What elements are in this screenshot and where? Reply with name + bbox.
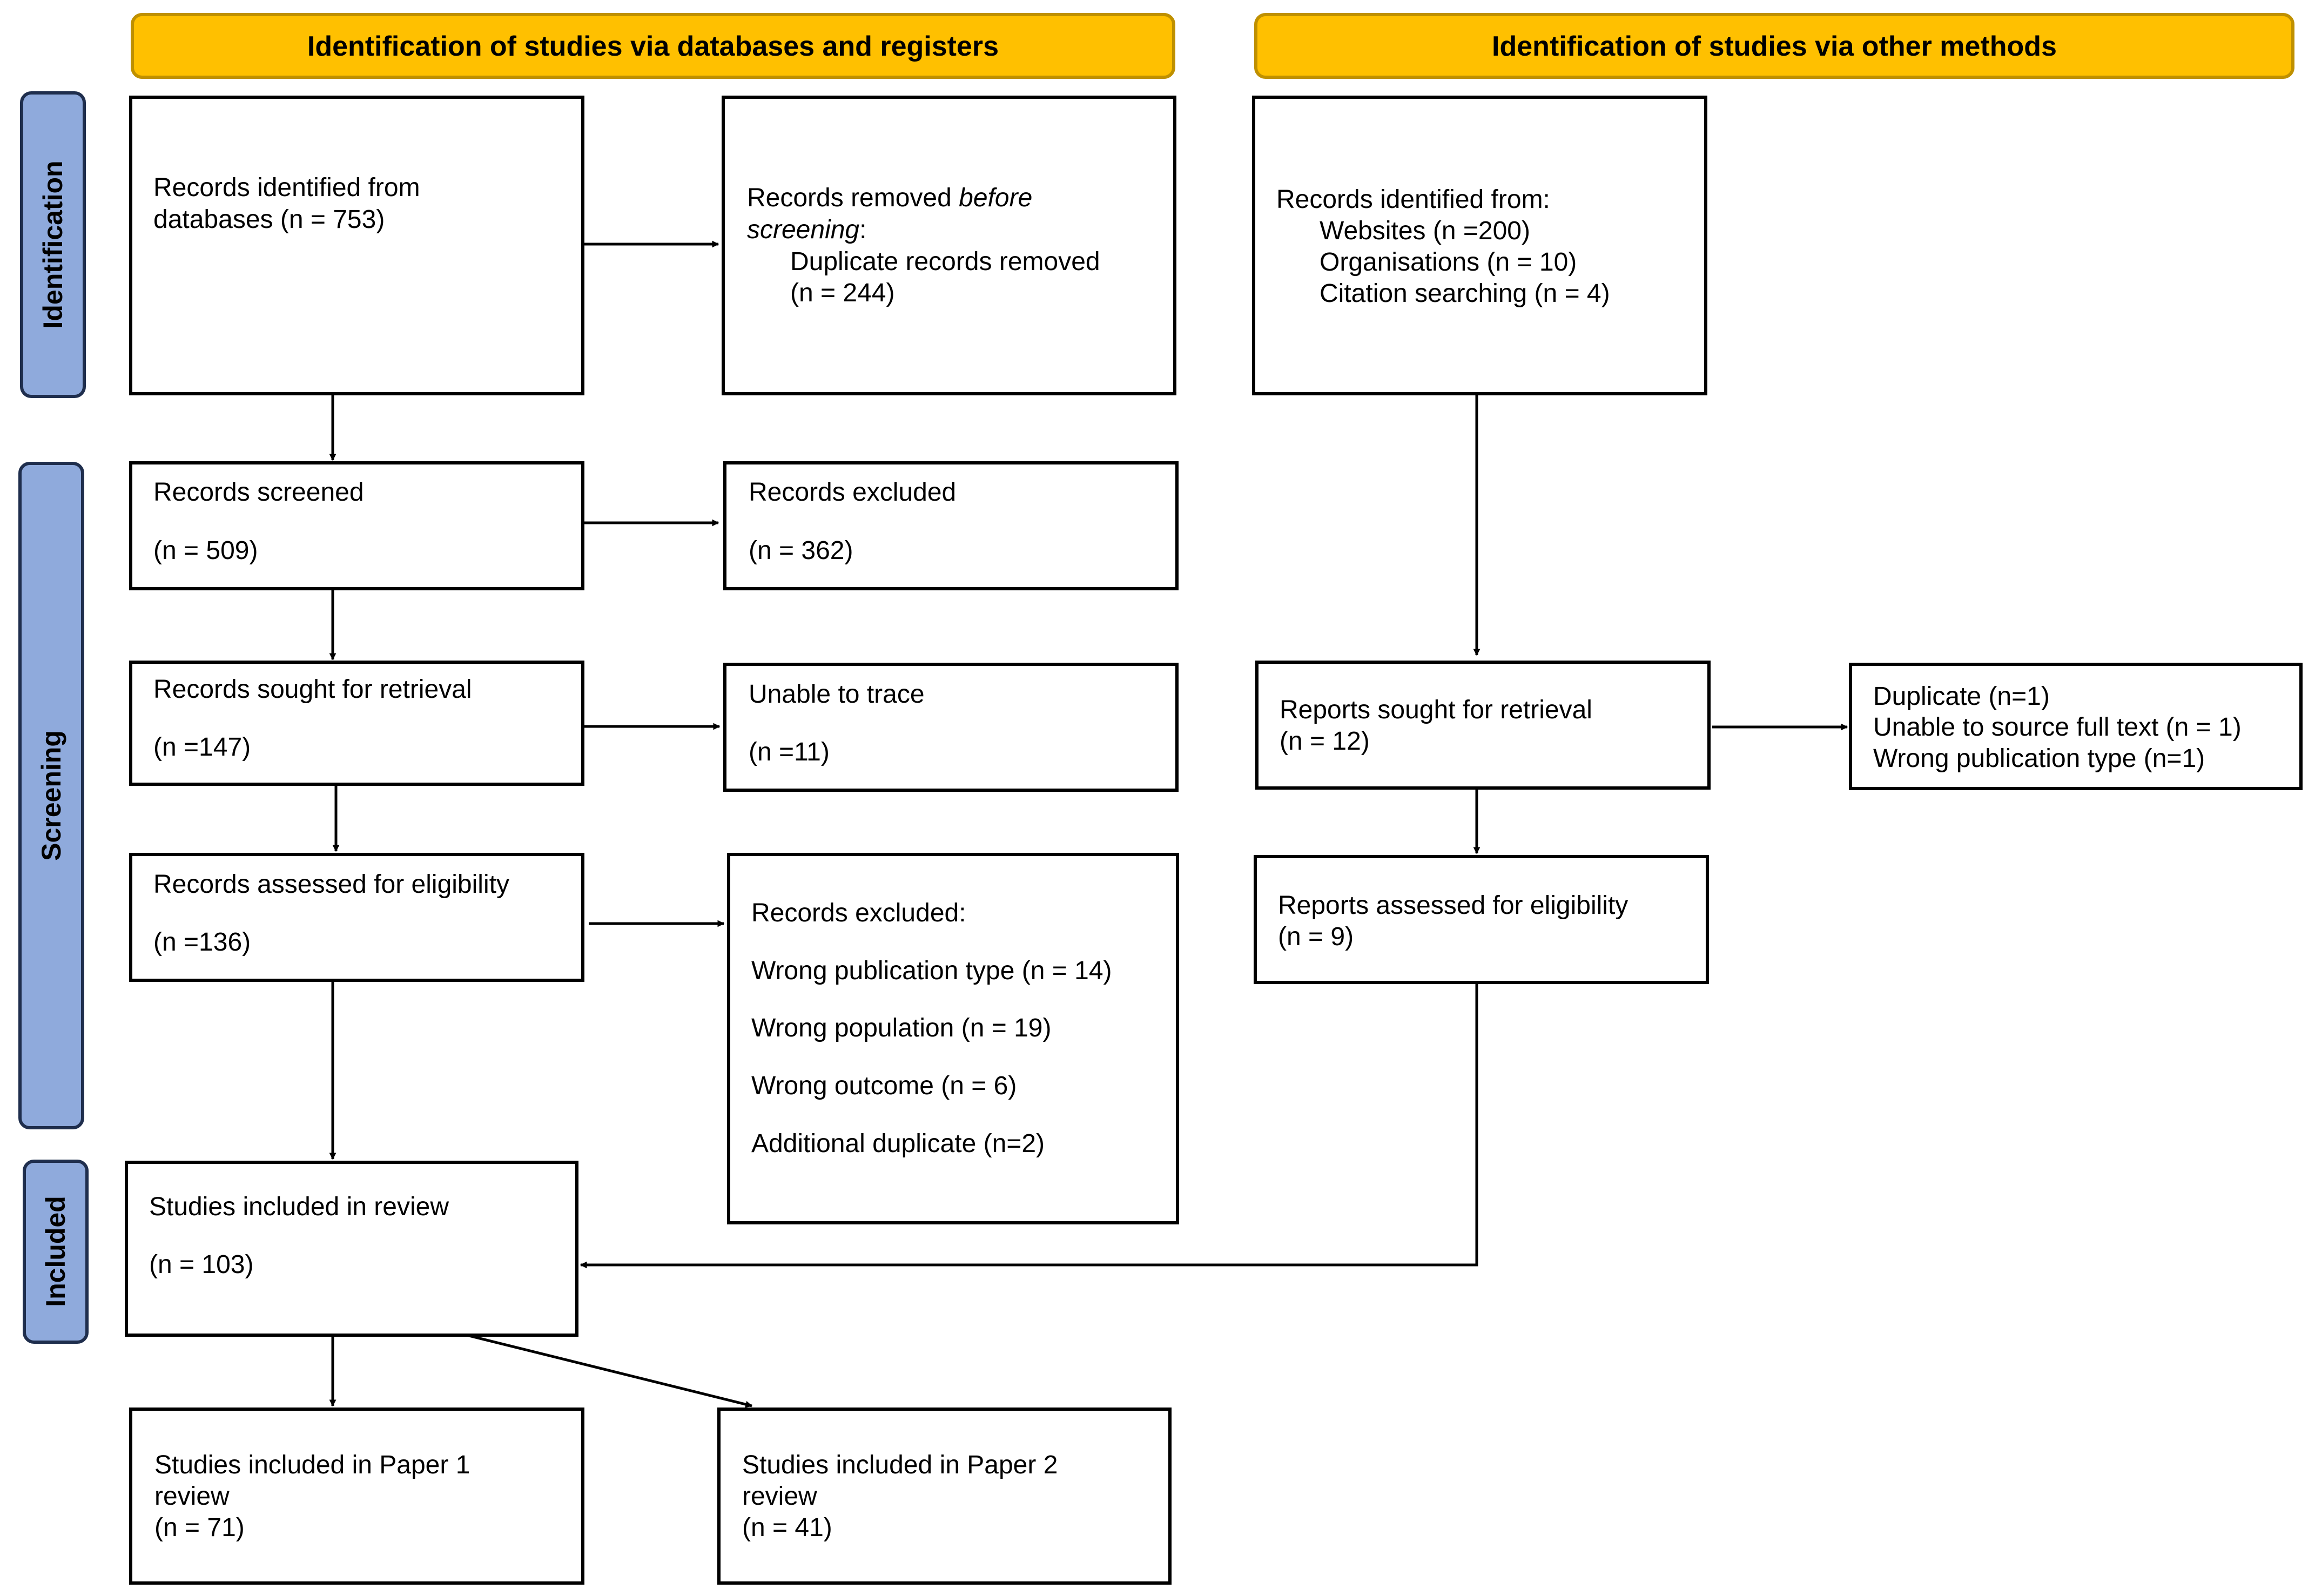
box-reports-assessed — [1254, 855, 1709, 984]
records-excluded-reasons-line2: Wrong publication type (n = 14) — [751, 957, 1112, 985]
paper2-line2: review — [742, 1482, 817, 1511]
box-records-excluded — [723, 461, 1179, 590]
other-identified-line1: Records identified from: — [1276, 185, 1550, 214]
arrow-included-to-paper2 — [468, 1334, 753, 1408]
box-records-identified — [129, 96, 584, 395]
box-records-assessed — [129, 853, 584, 982]
paper2-line3: (n = 41) — [742, 1513, 832, 1542]
box-records-excluded-reasons — [727, 853, 1179, 1224]
box-studies-included — [125, 1161, 578, 1337]
box-other-identified — [1252, 96, 1707, 395]
records-assessed-line1: Records assessed for eligibility — [153, 870, 509, 899]
records-excluded-line2: (n = 362) — [749, 536, 853, 565]
phase-screening-bar — [18, 462, 84, 1129]
box-other-excluded — [1849, 663, 2303, 790]
records-screened-line2: (n = 509) — [153, 536, 258, 565]
phase-identification-bar — [20, 91, 86, 398]
box-records-screened — [129, 461, 584, 590]
phase-included: Included — [23, 1160, 89, 1344]
box-records-sought — [129, 661, 584, 786]
other-identified-line4: Citation searching (n = 4) — [1320, 279, 1610, 308]
other-excluded-line3: Wrong publication type (n=1) — [1873, 744, 2205, 773]
records-removed-line2-plain: : — [859, 216, 866, 244]
records-screened-line1: Records screened — [153, 478, 364, 507]
box-unable-to-trace — [723, 663, 1179, 792]
records-excluded-reasons-line1: Records excluded: — [751, 899, 966, 927]
header-other-methods: Identification of studies via other meth… — [1254, 13, 2294, 79]
box-records-removed — [722, 96, 1176, 395]
records-excluded-reasons-line3: Wrong population (n = 19) — [751, 1014, 1051, 1042]
phase-included-label: Included — [41, 1196, 71, 1307]
records-assessed-line2: (n =136) — [153, 928, 251, 957]
reports-assessed-line2: (n = 9) — [1278, 922, 1354, 951]
flow-boxes — [125, 96, 2303, 1585]
header-databases: Identification of studies via databases … — [131, 13, 1175, 79]
reports-assessed-line1: Reports assessed for eligibility — [1278, 891, 1628, 920]
records-removed-line2-italic: screening — [747, 216, 859, 244]
other-excluded-line1: Duplicate (n=1) — [1873, 682, 2050, 711]
paper1-line3: (n = 71) — [154, 1513, 245, 1542]
phase-identification-label: Identification — [38, 160, 68, 328]
box-reports-sought — [1255, 661, 1711, 790]
records-removed-line1: Records removed before — [747, 184, 1032, 212]
header-other-box — [1254, 13, 2294, 79]
box-paper1 — [129, 1408, 584, 1585]
records-excluded-reasons-line4: Wrong outcome (n = 6) — [751, 1072, 1017, 1100]
phase-screening-label: Screening — [36, 730, 66, 861]
records-excluded-reasons-line5: Additional duplicate (n=2) — [751, 1129, 1045, 1158]
arrow-reports-assessed-to-included — [580, 984, 1478, 1269]
records-removed-line2: screening: — [747, 216, 866, 244]
header-other-label: Identification of studies via other meth… — [1492, 31, 2057, 62]
records-removed-line1-plain: Records removed — [747, 184, 959, 212]
unable-to-trace-line1: Unable to trace — [749, 680, 925, 709]
reports-sought-line2: (n = 12) — [1280, 727, 1370, 756]
records-excluded-line1: Records excluded — [749, 478, 956, 507]
reports-sought-line1: Reports sought for retrieval — [1280, 696, 1592, 724]
phase-screening: Screening — [18, 462, 84, 1129]
paper1-line1: Studies included in Paper 1 — [154, 1451, 470, 1479]
studies-included-line1: Studies included in review — [149, 1193, 449, 1221]
records-sought-line1: Records sought for retrieval — [153, 675, 472, 704]
other-excluded-line2: Unable to source full text (n = 1) — [1873, 713, 2242, 742]
records-identified-line1: Records identified from — [153, 173, 420, 202]
records-removed-line4: (n = 244) — [790, 279, 894, 307]
records-removed-line3: Duplicate records removed — [790, 247, 1100, 276]
records-removed-line1-italic: before — [959, 184, 1032, 212]
other-identified-line3: Organisations (n = 10) — [1320, 248, 1577, 277]
box-paper2 — [717, 1408, 1172, 1585]
other-identified-line2: Websites (n =200) — [1320, 217, 1530, 245]
header-databases-label: Identification of studies via databases … — [307, 31, 999, 62]
paper2-line1: Studies included in Paper 2 — [742, 1451, 1058, 1479]
paper1-line2: review — [154, 1482, 230, 1511]
phase-identification: Identification — [20, 91, 86, 398]
phase-included-bar — [23, 1160, 89, 1344]
unable-to-trace-line2: (n =11) — [749, 738, 830, 766]
connectors — [329, 240, 1848, 1408]
box-texts: Records identified from databases (n = 7… — [149, 173, 2242, 1542]
records-sought-line2: (n =147) — [153, 733, 251, 762]
records-identified-line2: databases (n = 753) — [153, 205, 385, 234]
studies-included-line2: (n = 103) — [149, 1250, 253, 1279]
header-databases-box — [131, 13, 1175, 79]
